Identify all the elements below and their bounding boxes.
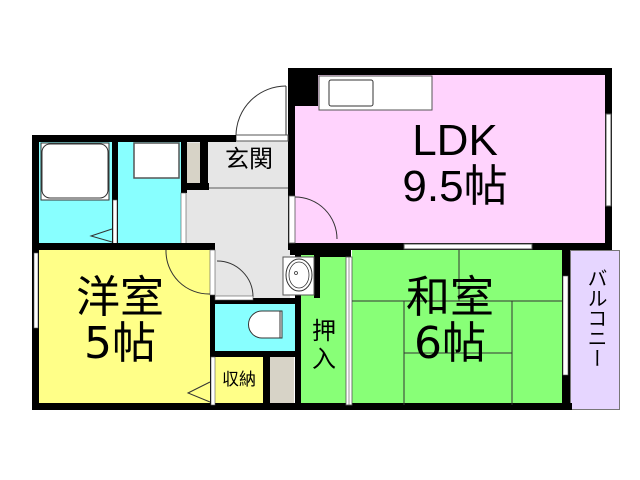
ldk-size: 9.5帖 <box>402 162 508 212</box>
western-label: 洋室 5帖 <box>55 272 185 370</box>
japanese-size: 6帖 <box>414 318 486 370</box>
western-room <box>38 250 211 405</box>
oshiire-line2: 入 <box>312 344 336 373</box>
western-name: 洋室 <box>76 272 164 323</box>
oshiire-label: 押 入 <box>302 317 346 373</box>
storage-label: 収納 <box>222 370 256 390</box>
balcony-label: バルコニー <box>584 268 608 368</box>
balcony <box>570 250 620 410</box>
japanese-room <box>352 250 564 405</box>
storage-cabinet <box>270 357 294 405</box>
ldk-name: LDK <box>412 116 498 165</box>
ldk-label: LDK 9.5帖 <box>380 116 530 212</box>
storage-room <box>215 357 263 405</box>
japanese-name: 和室 <box>406 272 494 323</box>
oshiire-line1: 押 <box>312 317 336 345</box>
western-size: 5帖 <box>84 318 156 370</box>
entrance-label: 玄関 <box>225 145 273 173</box>
japanese-label: 和室 6帖 <box>385 272 515 370</box>
shoe-cabinet <box>187 143 201 187</box>
